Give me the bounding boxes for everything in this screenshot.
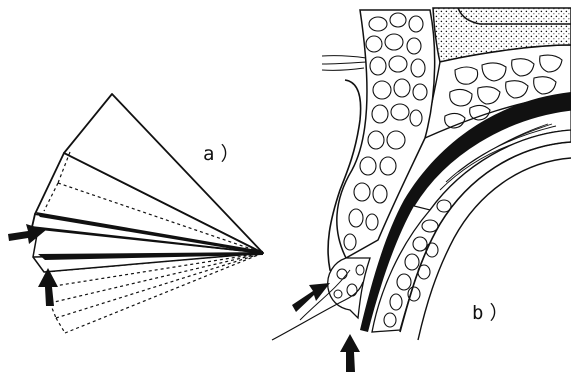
arrow-pointing-up-icon	[38, 268, 58, 306]
left-column-tissue	[337, 10, 435, 258]
fan-dashed-positions	[44, 152, 263, 333]
arrow-pointing-right-icon	[8, 224, 46, 244]
panel-a-fan-diagram	[32, 94, 263, 333]
panel-b-label: b）	[472, 298, 514, 325]
arrow-pointing-up-icon	[340, 334, 360, 372]
panel-a-label: a）	[203, 139, 245, 166]
fan-plate-1	[64, 94, 263, 253]
fan-plate-2	[35, 153, 263, 253]
